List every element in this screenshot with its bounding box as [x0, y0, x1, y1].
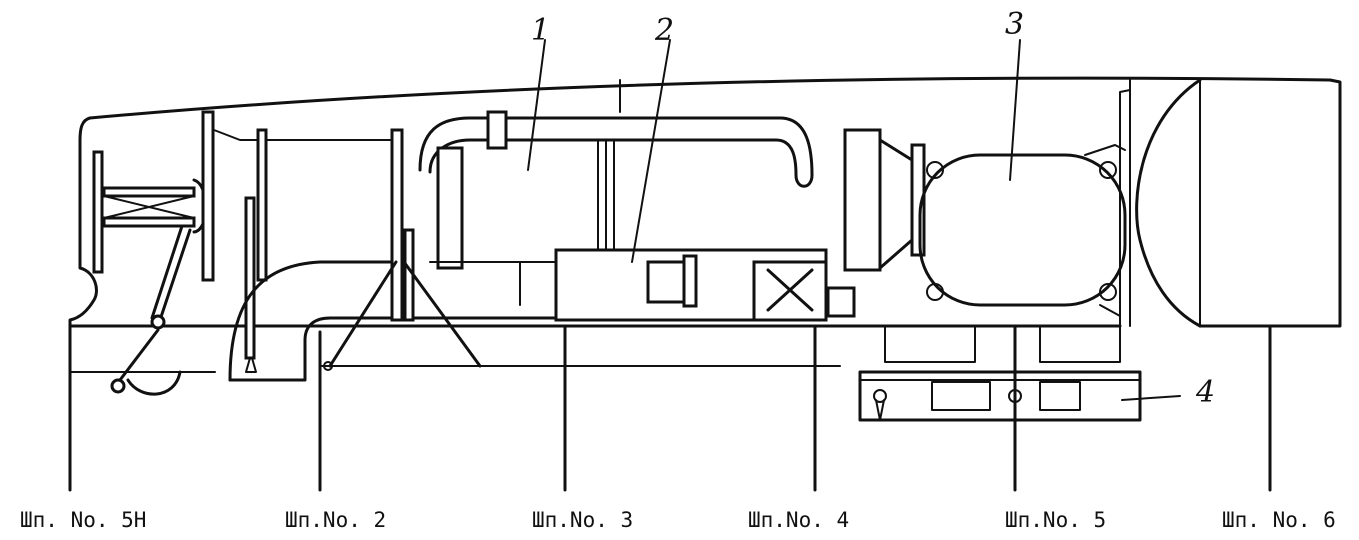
station-label-2: Шп.No. 2: [285, 508, 386, 532]
station-label-5: Шп.No. 5: [1005, 508, 1106, 532]
leader-3: [1009, 39, 1021, 181]
transition-housing: [843, 128, 926, 272]
station-label-4: Шп.No. 4: [748, 508, 849, 532]
fan-shroud: [1119, 78, 1202, 328]
front-mechanism: [92, 110, 301, 396]
station-label-6: Шп. No. 6: [1222, 508, 1336, 532]
station-label-3: Шп.No. 3: [532, 508, 633, 532]
station-label-5h: Шп. No. 5H: [20, 508, 146, 532]
callout-1: 1: [531, 13, 550, 48]
callout-4: 4: [1195, 375, 1215, 410]
tank-3: [918, 144, 1127, 317]
generator-box-2: [519, 248, 856, 322]
leader-1: [527, 39, 546, 171]
intake-pipes: [228, 128, 562, 382]
callout-2: 2: [654, 13, 674, 48]
leader-2: [631, 39, 671, 263]
air-duct-1: [418, 110, 814, 270]
leader-lines: [527, 39, 1021, 263]
lower-mount-4: [858, 325, 1181, 422]
callout-3: 3: [1005, 7, 1024, 42]
frame-lines: [69, 324, 1272, 492]
